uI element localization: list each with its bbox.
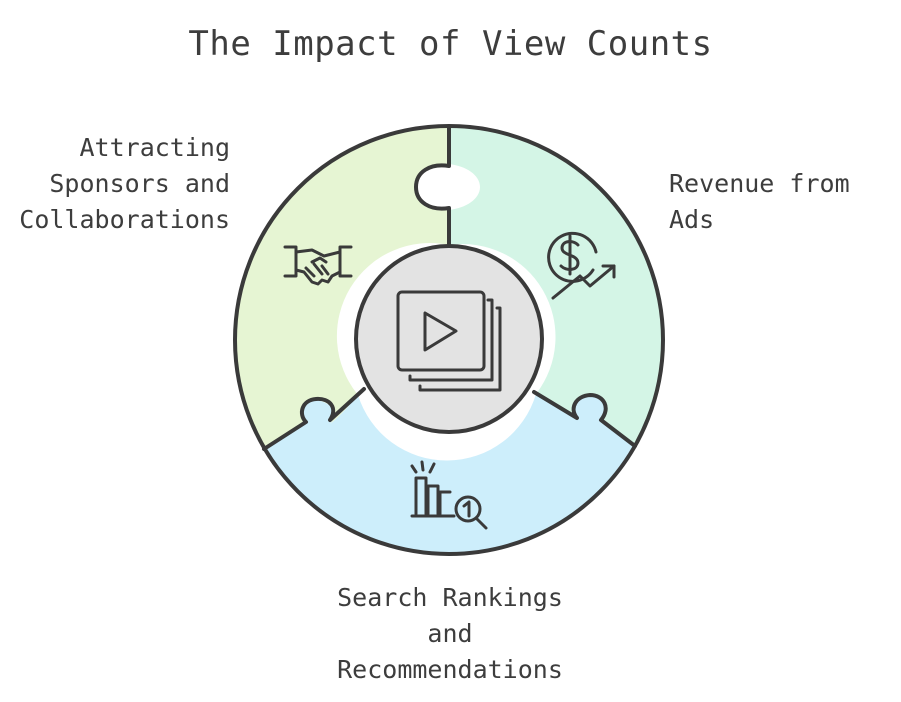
label-sponsors-line-3: Collaborations [19, 205, 230, 234]
label-revenue-line-1: Revenue from [669, 169, 850, 198]
label-sponsors-line-1: Attracting [79, 133, 230, 162]
video-play-icon [396, 290, 502, 392]
divider-left [262, 387, 366, 451]
label-search: Search Rankings and Recommendations [300, 580, 600, 688]
label-revenue-line-2: Ads [669, 205, 715, 234]
handshake-icon [283, 245, 353, 286]
outer-circle [233, 124, 665, 556]
diagram-title: The Impact of View Counts [188, 24, 713, 64]
center-circle [354, 244, 544, 434]
dollar-growth-icon [547, 231, 616, 300]
divider-top [414, 124, 451, 248]
ranking-search-icon [410, 460, 488, 530]
label-search-line-2: and [427, 619, 473, 648]
label-sponsors-line-2: Sponsors and [49, 169, 230, 198]
segment-revenue [449, 125, 664, 447]
label-sponsors: Attracting Sponsors and Collaborations [19, 130, 230, 238]
divider-right [532, 390, 637, 448]
label-search-line-3: Recommendations [337, 655, 563, 684]
label-revenue: Revenue from Ads [669, 166, 850, 238]
label-search-line-1: Search Rankings [337, 583, 563, 612]
segment-sponsors [234, 125, 449, 449]
segment-search [264, 394, 635, 555]
